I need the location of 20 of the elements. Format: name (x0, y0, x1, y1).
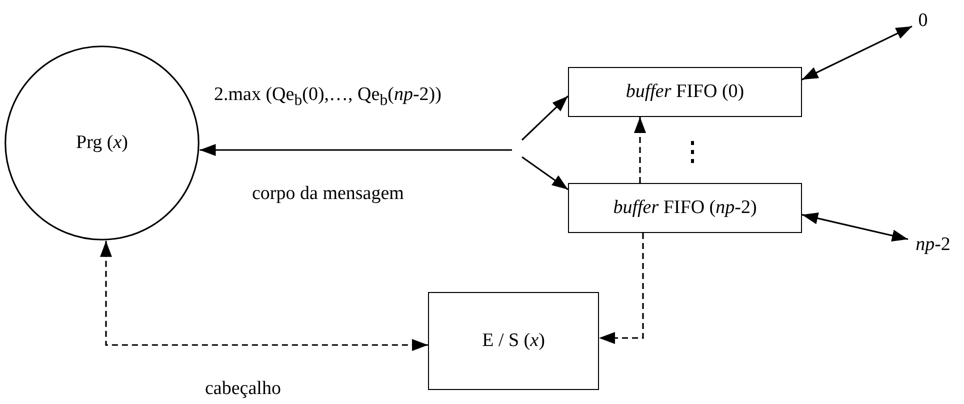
edge-label: cabeçalho (205, 378, 281, 400)
arrow (802, 212, 908, 242)
arrow (634, 117, 646, 183)
node-text: np-2 (916, 234, 950, 256)
io-box (428, 292, 599, 390)
arrow (802, 26, 912, 80)
arrow (521, 95, 569, 141)
node-text: buffer FIFO (np-2) (613, 197, 757, 219)
arrow (100, 240, 428, 351)
node-text: E / S (x) (482, 330, 545, 352)
process-circle (4, 45, 200, 241)
node-text: 0 (918, 10, 928, 32)
arrow (200, 144, 512, 156)
arrow (522, 156, 568, 190)
buffer-box (568, 67, 802, 117)
arrow (599, 233, 644, 344)
edge-label: corpo da mensagem (252, 183, 404, 205)
node-text: buffer FIFO (0) (626, 81, 744, 103)
buffer-box (568, 183, 802, 233)
node-text: Prg (x) (76, 132, 128, 154)
